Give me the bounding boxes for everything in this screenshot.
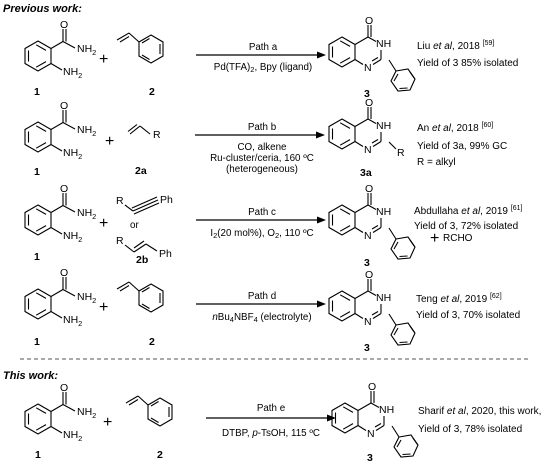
compound-label-3: 3 bbox=[364, 257, 370, 269]
path-d-conditions: nBu4NBF4 (electrolyte) bbox=[212, 312, 311, 324]
compound-label-3a: 3a bbox=[360, 167, 372, 179]
alkyne-ph-label: Ph bbox=[160, 194, 173, 206]
compound-label-2a: 2a bbox=[135, 165, 147, 177]
citation-abdullaha: Abdullaha et al, 2019 [61] bbox=[414, 205, 522, 217]
compound-label-1: 1 bbox=[35, 449, 41, 461]
path-a-label: Path a bbox=[249, 42, 278, 53]
reaction-row-a: + 1 2 Path a Pd(TFA)2, Bpy (ligand) 3 Li… bbox=[24, 14, 518, 100]
alkene-ph-label: Ph bbox=[159, 248, 172, 260]
path-b-condition-3: (heterogeneous) bbox=[226, 164, 298, 175]
compound-label-3: 3 bbox=[364, 88, 370, 100]
path-b-condition-2: Ru-cluster/ceria, 160 ºC bbox=[210, 153, 314, 164]
plus-sign: + bbox=[99, 51, 108, 68]
yield-text-d: Yield of 3, 70% isolated bbox=[416, 310, 520, 321]
path-c-conditions: I2(20 mol%), O2, 110 ºC bbox=[210, 228, 313, 240]
or-text: or bbox=[130, 220, 139, 231]
plus-sign: + bbox=[105, 133, 114, 150]
reaction-row-c: + R Ph or R Ph 1 2b Path c I2(20 mol%), … bbox=[24, 182, 522, 269]
yield-text-a: Yield of 3 85% isolated bbox=[417, 58, 518, 69]
reaction-row-d: + 1 2 Path d nBu4NBF4 (electrolyte) 3 Te… bbox=[24, 266, 520, 354]
compound-label-3: 3 bbox=[364, 342, 370, 354]
path-a-conditions: Pd(TFA)2, Bpy (ligand) bbox=[214, 62, 312, 74]
reaction-row-e: + 1 2 Path e DTBP, p-TsOH, 115 ºC 3 Shar… bbox=[24, 380, 541, 464]
citation-liu: Liu et al, 2018 [59] bbox=[417, 40, 494, 52]
compound-label-2b: 2b bbox=[136, 254, 148, 266]
citation-teng: Teng et al, 2019 [62] bbox=[416, 293, 502, 305]
yield-text-e: Yield of 3, 78% isolated bbox=[418, 424, 522, 435]
plus-sign: + bbox=[103, 414, 112, 431]
compound-label-1: 1 bbox=[34, 86, 40, 98]
path-c-label: Path c bbox=[248, 207, 276, 218]
compound-label-1: 1 bbox=[34, 166, 40, 178]
compound-label-2: 2 bbox=[149, 336, 155, 348]
compound-label-2: 2 bbox=[149, 86, 155, 98]
alkene-r-label: R bbox=[116, 235, 124, 247]
path-e-conditions: DTBP, p-TsOH, 115 ºC bbox=[222, 428, 320, 439]
yield-text-c: Yield of 3, 72% isolated bbox=[414, 221, 518, 232]
alkyne-r-label: R bbox=[116, 195, 124, 207]
previous-work-header: Previous work: bbox=[3, 3, 82, 15]
compound-label-1: 1 bbox=[34, 336, 40, 348]
byproduct-rcho: RCHO bbox=[443, 233, 473, 244]
plus-sign: + bbox=[430, 230, 439, 247]
citation-an: An et al, 2018 [60] bbox=[417, 122, 493, 134]
reaction-row-b: + R 1 2a Path b CO, alkene Ru-cluster/ce… bbox=[24, 96, 507, 179]
r-group-label: R bbox=[153, 129, 161, 141]
compound-label-3: 3 bbox=[367, 452, 373, 464]
yield-text-b: Yield of 3a, 99% GC bbox=[417, 141, 507, 152]
path-b-condition-1: CO, alkene bbox=[237, 142, 287, 153]
compound-label-1: 1 bbox=[34, 251, 40, 263]
this-work-header: This work: bbox=[3, 370, 58, 382]
path-d-label: Path d bbox=[248, 291, 276, 302]
product-r-label: R bbox=[397, 147, 405, 159]
plus-sign: + bbox=[99, 299, 108, 316]
r-definition: R = alkyl bbox=[417, 157, 456, 168]
path-e-label: Path e bbox=[257, 403, 286, 414]
plus-sign: + bbox=[99, 215, 108, 232]
citation-sharif: Sharif et al, 2020, this work, bbox=[418, 406, 541, 417]
path-b-label: Path b bbox=[248, 122, 277, 133]
compound-label-2: 2 bbox=[157, 449, 163, 461]
